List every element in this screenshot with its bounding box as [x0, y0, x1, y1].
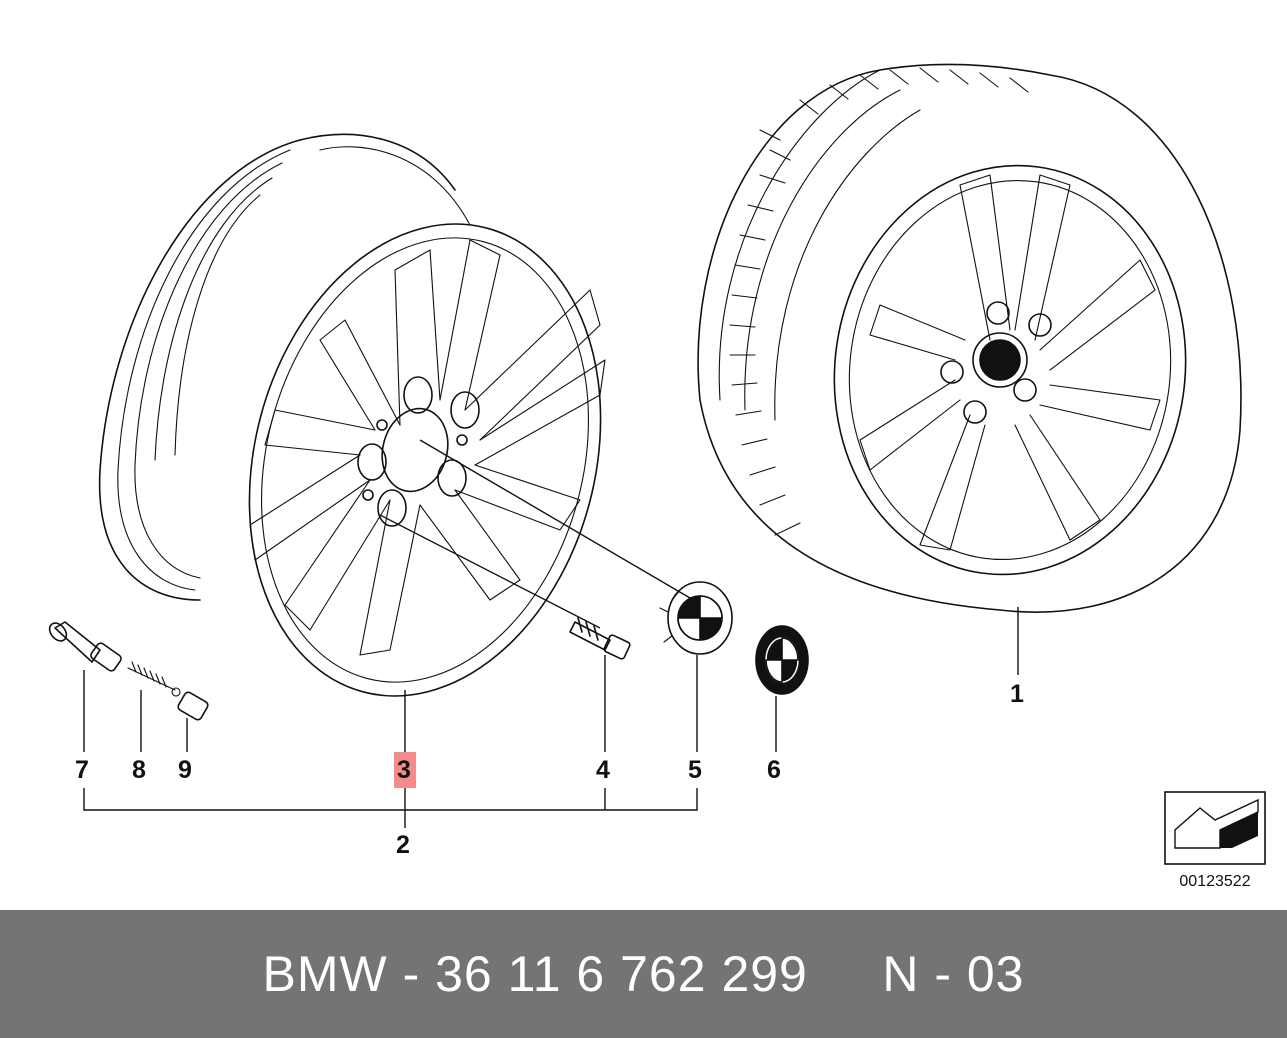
callout-3: 3	[397, 756, 411, 784]
valve-drawing	[48, 621, 122, 672]
callout-8: 8	[132, 756, 146, 784]
callout-2: 2	[396, 831, 410, 859]
part-number-caption: BMW - 36 11 6 762 299 N - 03	[262, 946, 1025, 1002]
alloy-rim-drawing	[98, 133, 606, 697]
hub-cap-drawing	[659, 581, 733, 655]
callout-9: 9	[178, 756, 192, 784]
valve-cap-drawing	[177, 691, 209, 721]
callout-5: 5	[688, 756, 702, 784]
diagram-number: 00123522	[1179, 873, 1250, 890]
footer-bar: BMW - 36 11 6 762 299 N - 03	[0, 910, 1287, 1038]
callout-1: 1	[1010, 680, 1024, 708]
wheel-bolt-drawing	[569, 617, 631, 660]
callout-4: 4	[596, 756, 610, 784]
callout-7: 7	[75, 756, 89, 784]
callout-6: 6	[767, 756, 781, 784]
leader-lines	[83, 439, 1019, 828]
valve-insert-drawing	[127, 661, 181, 697]
direction-arrow-icon	[1164, 791, 1266, 865]
complete-wheel-drawing	[697, 63, 1242, 613]
emblem-drawing	[755, 625, 809, 695]
parts-diagram: 1 2 3 4 5 6 7 8 9 00123522	[48, 63, 1266, 890]
callout-3-highlight	[394, 752, 416, 788]
